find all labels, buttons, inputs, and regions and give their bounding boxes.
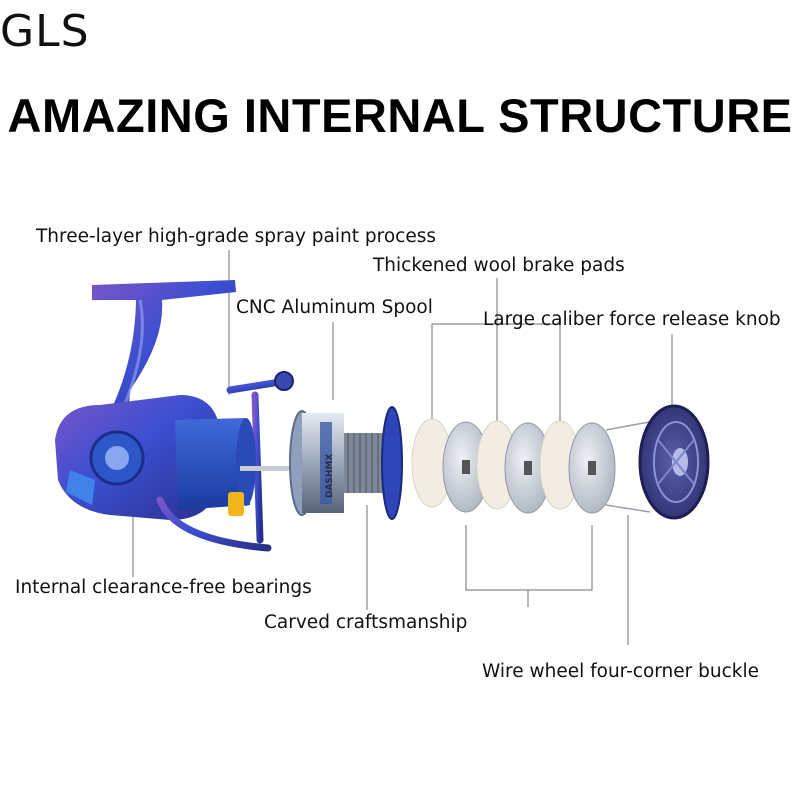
label-spray-paint: Three-layer high-grade spray paint proce…	[36, 226, 436, 247]
leader-lines	[132, 250, 673, 645]
label-craftsmanship: Carved craftsmanship	[264, 612, 468, 633]
line-roller	[274, 371, 294, 391]
label-brake-pads: Thickened wool brake pads	[373, 255, 625, 276]
washer-stack	[411, 418, 616, 514]
label-aluminum-spool: CNC Aluminum Spool	[236, 297, 433, 318]
main-shaft	[240, 466, 300, 471]
brand-logo-text: GLS	[0, 6, 90, 57]
page-title: AMAZING INTERNAL STRUCTURE	[7, 89, 793, 142]
reel-rotor	[175, 418, 256, 510]
leader-felt-pads	[431, 323, 561, 425]
label-buckle: Wire wheel four-corner buckle	[482, 661, 760, 682]
spool-engraving: DASHMX	[325, 454, 335, 498]
handle-knob	[228, 492, 244, 516]
label-bearings: Internal clearance-free bearings	[15, 577, 312, 598]
aluminum-spool	[289, 406, 403, 520]
release-knob	[638, 404, 710, 520]
leader-metal-washers	[465, 525, 593, 591]
label-release-knob: Large caliber force release knob	[483, 309, 781, 330]
